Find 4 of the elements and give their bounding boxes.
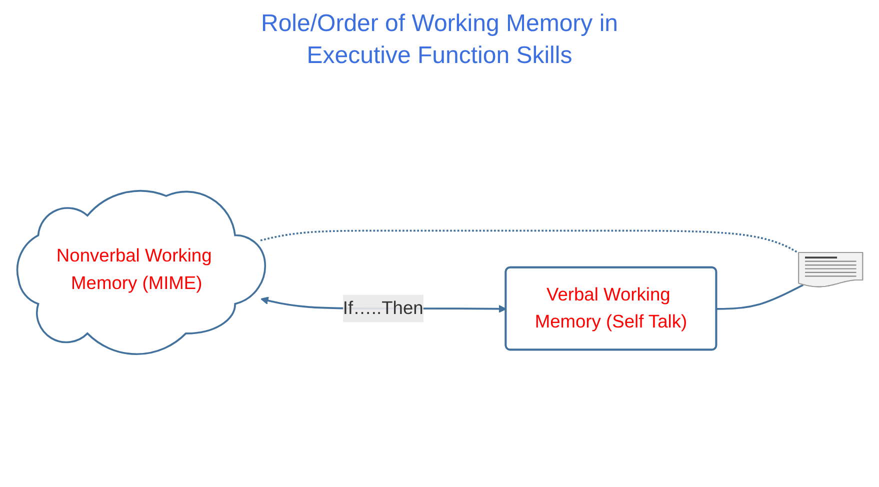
connector bbox=[716, 284, 804, 310]
edge-label: If…..Then bbox=[342, 298, 423, 319]
connector bbox=[260, 230, 799, 254]
diagram-title: Role/Order of Working Memory in Executive Function Skills bbox=[260, 9, 619, 72]
